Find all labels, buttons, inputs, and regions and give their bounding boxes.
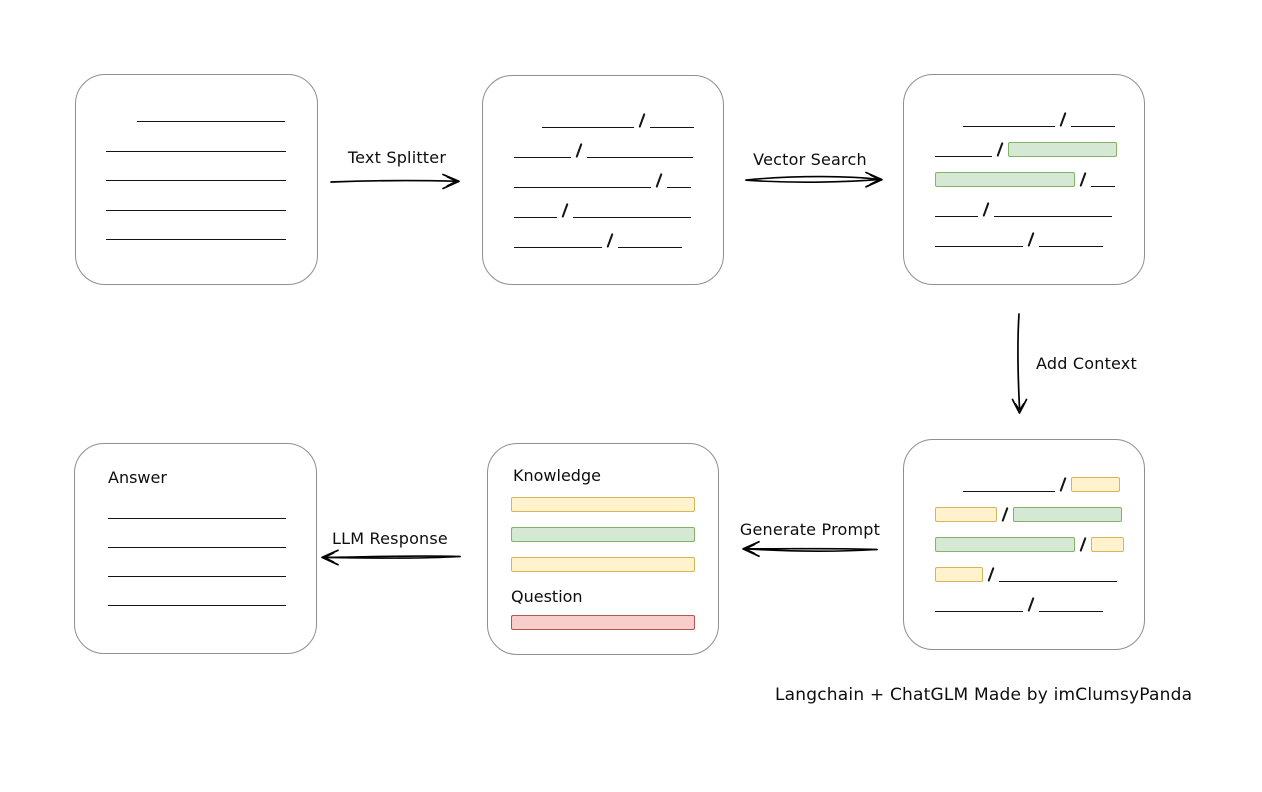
- generate-prompt-arrow: [742, 540, 878, 558]
- slash-separator: [1079, 537, 1087, 552]
- green-bar: [511, 527, 695, 542]
- slash-separator: [655, 173, 663, 188]
- knowledge-label: Knowledge: [513, 466, 601, 485]
- text-line: [935, 216, 978, 217]
- slash-separator: [1027, 232, 1035, 247]
- slash-separator: [1059, 477, 1067, 492]
- chunk-rows: [514, 98, 709, 248]
- generate-prompt-label: Generate Prompt: [739, 520, 881, 539]
- context-chunks-box: [903, 439, 1145, 650]
- highlight-chip-yellow: [1091, 537, 1125, 552]
- slash-separator: [638, 113, 646, 128]
- text-line: [108, 547, 286, 548]
- vector-search-arrow: [745, 171, 883, 188]
- text-line: [108, 518, 286, 519]
- chunk-row: [935, 187, 1130, 217]
- text-line: [542, 127, 634, 128]
- text-line: [1039, 611, 1104, 612]
- slash-separator: [987, 567, 995, 582]
- text-line: [963, 126, 1055, 127]
- text-line: [935, 156, 992, 157]
- text-line: [514, 187, 651, 188]
- answer-label: Answer: [108, 468, 167, 487]
- text-line: [618, 247, 683, 248]
- slash-separator: [996, 142, 1004, 157]
- question-label: Question: [511, 587, 583, 606]
- chunk-row: [935, 217, 1130, 247]
- chunk-row: [935, 462, 1130, 492]
- text-line: [1091, 186, 1116, 187]
- text-line: [587, 157, 694, 158]
- slash-separator: [1001, 507, 1009, 522]
- prompt-box: Knowledge Question: [487, 443, 719, 655]
- text-line: [137, 121, 285, 122]
- chunk-row: [935, 552, 1130, 582]
- slash-separator: [982, 202, 990, 217]
- highlight-chip-yellow: [1071, 477, 1121, 492]
- chunk-row: [935, 97, 1130, 127]
- chunk-row: [935, 522, 1130, 552]
- llm-response-arrow: [321, 549, 461, 566]
- slash-separator: [1027, 597, 1035, 612]
- answer-box: Answer: [74, 443, 317, 654]
- text-line: [667, 187, 692, 188]
- split-chunks-box: [482, 75, 724, 285]
- footer-credit: Langchain + ChatGLM Made by imClumsyPand…: [775, 685, 1193, 705]
- chunk-row: [514, 188, 709, 218]
- chunk-rows: [935, 97, 1130, 247]
- chunk-row: [514, 218, 709, 248]
- highlight-chip-yellow: [935, 507, 997, 522]
- chunk-row: [935, 127, 1130, 157]
- vector-matches-box: [903, 74, 1145, 285]
- text-line: [1039, 246, 1104, 247]
- yellow-bar: [511, 557, 695, 572]
- text-line: [514, 217, 557, 218]
- chunk-row: [935, 492, 1130, 522]
- text-line: [963, 491, 1055, 492]
- text-splitter-label: Text Splitter: [347, 148, 447, 167]
- highlight-chip-green: [1013, 507, 1123, 522]
- yellow-bar: [511, 497, 695, 512]
- document-lines: [106, 121, 299, 240]
- slash-separator: [606, 233, 614, 248]
- answer-lines: [108, 518, 298, 606]
- llm-response-label: LLM Response: [332, 529, 448, 548]
- text-line: [108, 576, 286, 577]
- highlight-chip-green: [935, 172, 1075, 187]
- vector-search-label: Vector Search: [753, 150, 867, 169]
- text-line: [106, 150, 286, 152]
- text-line: [935, 246, 1023, 247]
- chunk-rows: [935, 462, 1130, 612]
- text-line: [999, 581, 1118, 582]
- chunk-row: [935, 157, 1130, 187]
- text-line: [650, 127, 695, 128]
- highlight-chip-green: [1008, 142, 1118, 157]
- text-line: [1071, 126, 1116, 127]
- slash-separator: [1079, 172, 1087, 187]
- text-line: [108, 605, 286, 606]
- text-line: [514, 247, 602, 248]
- text-line: [106, 239, 286, 240]
- source-document-box: [75, 74, 318, 285]
- text-splitter-arrow: [330, 173, 460, 190]
- add-context-label: Add Context: [1036, 354, 1137, 373]
- text-line: [935, 611, 1023, 612]
- chunk-row: [514, 128, 709, 158]
- slash-separator: [561, 203, 569, 218]
- text-line: [514, 157, 571, 158]
- add-context-arrow: [1011, 313, 1028, 414]
- highlight-chip-yellow: [935, 567, 983, 582]
- text-line: [994, 216, 1113, 217]
- text-line: [573, 217, 692, 218]
- chunk-row: [935, 582, 1130, 612]
- text-line: [106, 180, 286, 181]
- text-line: [106, 209, 286, 211]
- red-bar: [511, 615, 695, 630]
- slash-separator: [1059, 112, 1067, 127]
- highlight-chip-green: [935, 537, 1075, 552]
- slash-separator: [575, 143, 583, 158]
- chunk-row: [514, 158, 709, 188]
- chunk-row: [514, 98, 709, 128]
